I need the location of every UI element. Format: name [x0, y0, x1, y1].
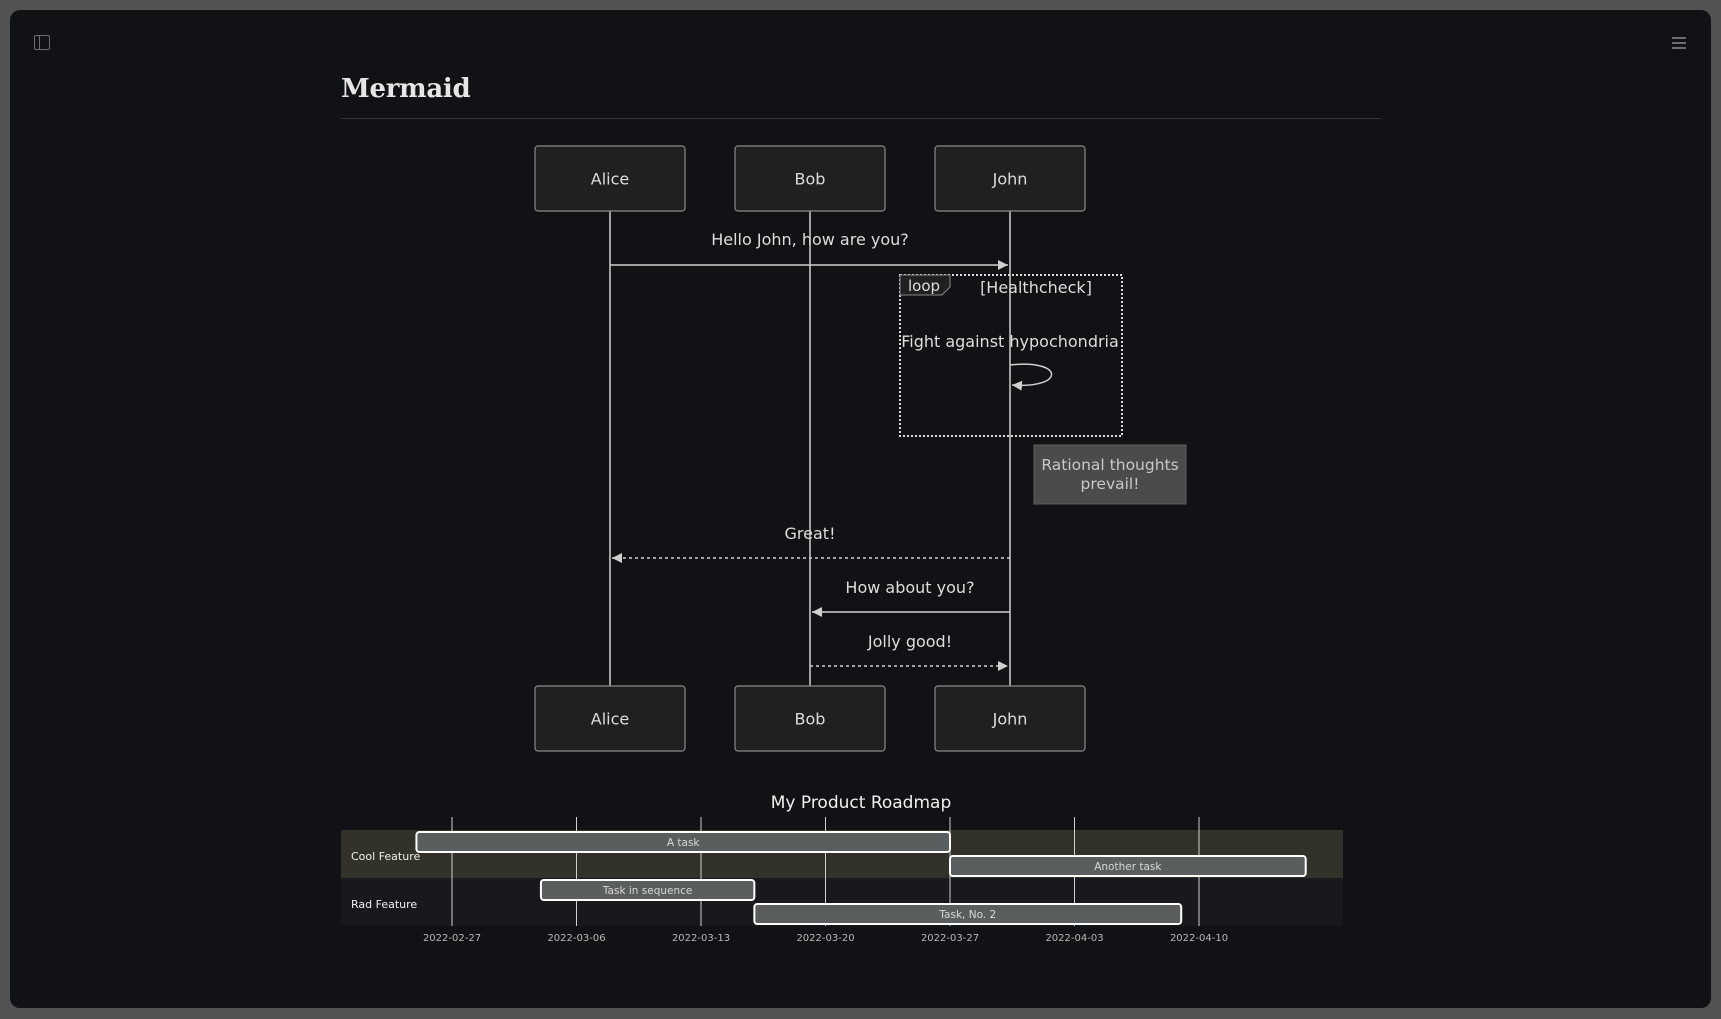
sidebar-toggle-icon[interactable]	[34, 35, 50, 50]
actor-bob-bottom: Bob	[734, 685, 886, 752]
task-label: Task in sequence	[602, 885, 693, 897]
note-box	[1033, 444, 1187, 505]
loop-label: loop	[908, 277, 940, 295]
actor-bob-top: Bob	[734, 145, 886, 212]
actor-box	[734, 685, 886, 752]
message: Jolly good!	[810, 632, 1008, 671]
message: How about you?	[812, 578, 1010, 617]
gantt-bar: Task in sequence	[539, 879, 756, 901]
hamburger-menu-icon[interactable]	[1672, 37, 1686, 49]
gantt-bar: Another task	[949, 855, 1307, 877]
message-arrow	[1009, 363, 1053, 391]
message: Great!	[612, 524, 1010, 563]
actor-box	[934, 685, 1086, 752]
loop-frame	[899, 274, 1123, 437]
title-divider	[341, 118, 1381, 119]
actor-box	[734, 145, 886, 212]
message-label: Fight against hypochondria	[901, 332, 1119, 351]
actor-john-top: John	[934, 145, 1086, 212]
x-tick-label: 2022-04-03	[1045, 933, 1103, 944]
message-label: Great!	[785, 524, 836, 543]
page-title: Mermaid	[341, 74, 471, 104]
x-tick-label: 2022-03-27	[921, 933, 979, 944]
gantt-title: My Product Roadmap	[771, 793, 952, 813]
message: Hello John, how are you?	[610, 230, 1008, 270]
note-text: Rational thoughts	[1041, 456, 1178, 474]
loop-label-box	[899, 274, 951, 296]
task-label: A task	[667, 837, 701, 849]
message-label: Hello John, how are you?	[711, 230, 909, 249]
actor-label: Alice	[591, 710, 629, 729]
actor-john-bottom: John	[934, 685, 1086, 752]
section-label: Cool Feature	[351, 850, 420, 863]
message-label: Jolly good!	[867, 632, 952, 651]
x-tick-label: 2022-03-13	[672, 933, 730, 944]
task-bar	[415, 831, 951, 853]
x-tick-label: 2022-03-06	[547, 933, 605, 944]
actor-label: Bob	[795, 170, 826, 189]
message-label: How about you?	[845, 578, 974, 597]
loop-block: loop [Healthcheck]	[899, 274, 1123, 437]
x-tick-label: 2022-03-20	[796, 933, 854, 944]
task-label: Task, No. 2	[938, 909, 996, 921]
task-bar	[949, 855, 1307, 877]
actor-label: Bob	[795, 710, 826, 729]
actor-box	[934, 145, 1086, 212]
task-bar	[539, 879, 756, 901]
gantt-bar: A task	[415, 831, 951, 853]
actor-alice-top: Alice	[534, 145, 686, 212]
gantt-bar: Task, No. 2	[753, 903, 1183, 925]
section-label: Rad Feature	[351, 898, 417, 911]
actor-label: John	[992, 710, 1028, 729]
actor-label: John	[992, 170, 1028, 189]
actor-box	[534, 685, 686, 752]
x-tick-label: 2022-02-27	[423, 933, 481, 944]
actor-box	[534, 145, 686, 212]
message: Fight against hypochondria	[901, 332, 1119, 391]
note-text: prevail!	[1081, 475, 1140, 493]
x-tick-label: 2022-04-10	[1170, 933, 1228, 944]
task-label: Another task	[1094, 861, 1162, 873]
task-bar	[753, 903, 1183, 925]
actor-label: Alice	[591, 170, 629, 189]
actor-alice-bottom: Alice	[534, 685, 686, 752]
loop-condition: [Healthcheck]	[980, 278, 1092, 297]
